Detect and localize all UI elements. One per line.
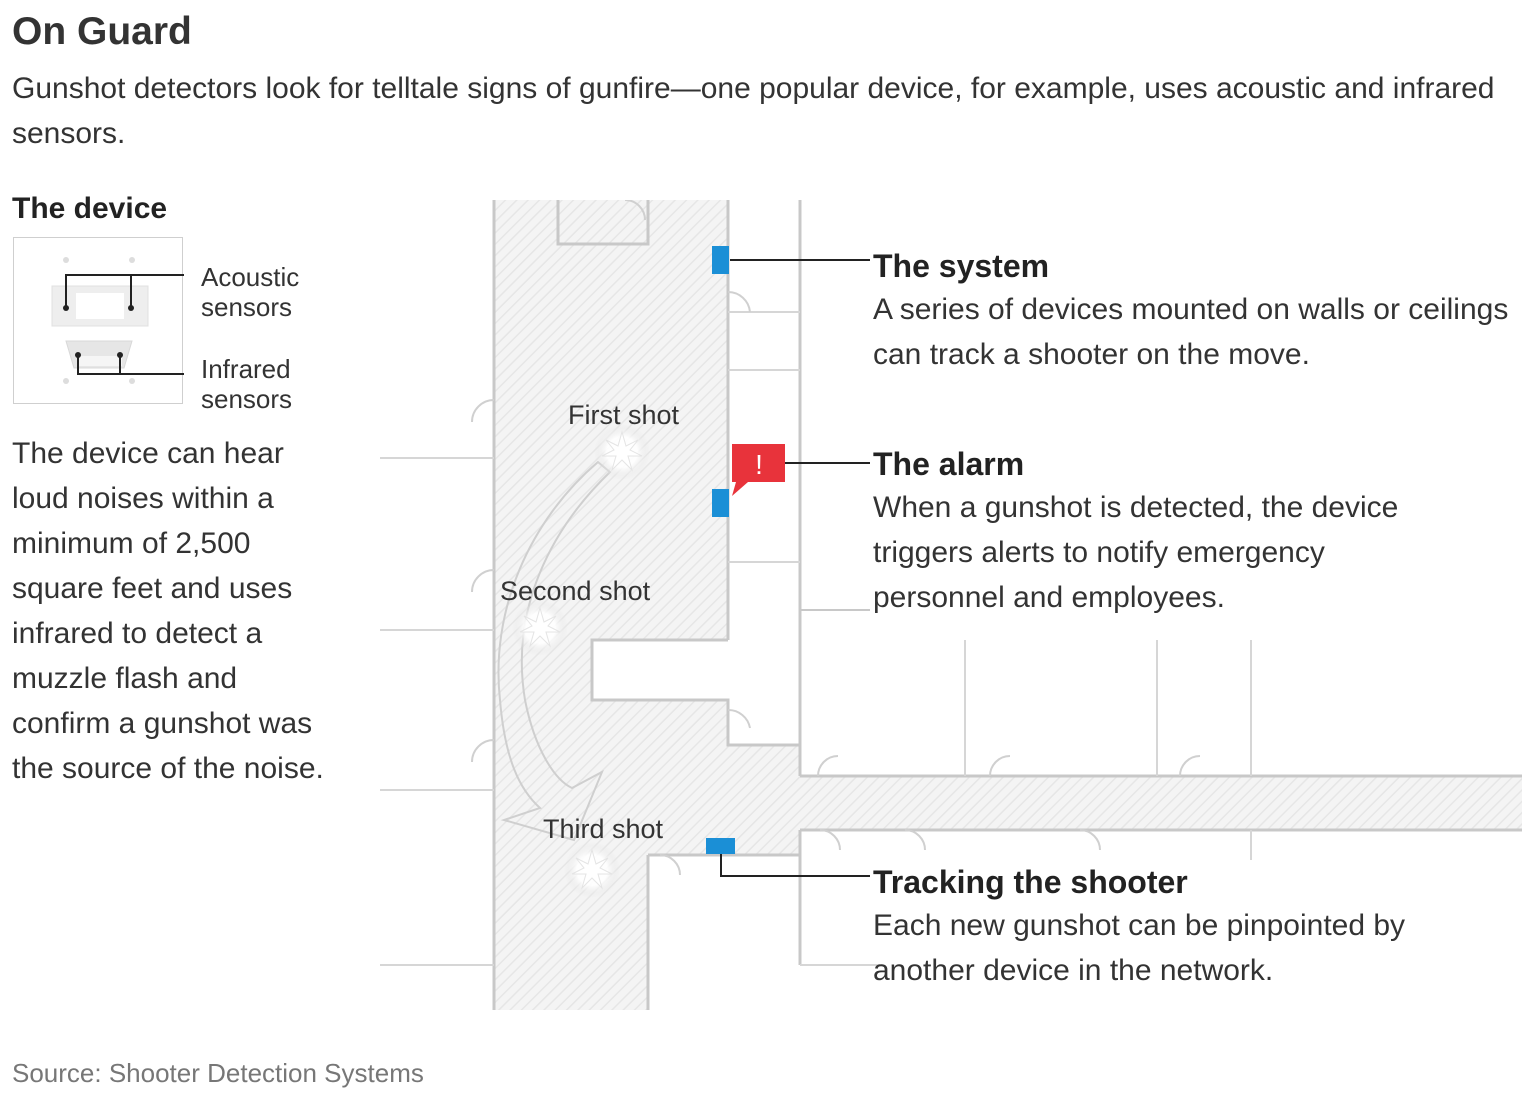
device-heading: The device: [12, 192, 168, 225]
exclamation-icon: !: [755, 449, 763, 480]
alarm-text: When a gunshot is detected, the device t…: [873, 491, 1399, 614]
third-shot-label: Third shot: [543, 814, 664, 844]
sensor-device-3: [706, 838, 735, 854]
corridor-vertical: [494, 200, 1522, 1010]
leader-lines: [720, 259, 870, 877]
floor-plan-diagram: !: [380, 200, 1522, 1010]
device-description: The device can hear loud noises within a…: [12, 437, 324, 785]
system-title: The system: [873, 248, 1050, 284]
alarm-title: The alarm: [873, 446, 1025, 482]
sensor-device-1: [712, 246, 729, 274]
page-subtitle: Gunshot detectors look for telltale sign…: [12, 72, 1495, 150]
door-swings: [471, 200, 1201, 876]
sensor-device-icon: [51, 257, 197, 384]
system-text: A series of devices mounted on walls or …: [873, 293, 1509, 371]
walls: [492, 200, 1522, 1010]
sensor-device-2: [712, 489, 729, 517]
alarm-bubble: !: [732, 444, 785, 496]
tracking-callout: Tracking the shooter Each new gunshot ca…: [873, 861, 1513, 993]
tracking-text: Each new gunshot can be pinpointed by an…: [873, 909, 1406, 987]
third-shot-burst: [564, 842, 620, 898]
infrared-sensors-label: Infrared sensors: [201, 354, 293, 414]
page-title: On Guard: [12, 10, 192, 53]
tracking-title: Tracking the shooter: [873, 864, 1188, 900]
acoustic-sensors-label: Acoustic sensors: [201, 262, 300, 322]
system-callout: The system A series of devices mounted o…: [873, 245, 1513, 377]
alarm-callout: The alarm When a gunshot is detected, th…: [873, 443, 1513, 620]
first-shot-burst: [594, 424, 650, 480]
second-shot-burst: [512, 600, 568, 656]
source-note: Source: Shooter Detection Systems: [12, 1058, 424, 1088]
first-shot-label: First shot: [568, 400, 680, 430]
device-illustration: [13, 237, 197, 404]
second-shot-label: Second shot: [500, 576, 651, 606]
